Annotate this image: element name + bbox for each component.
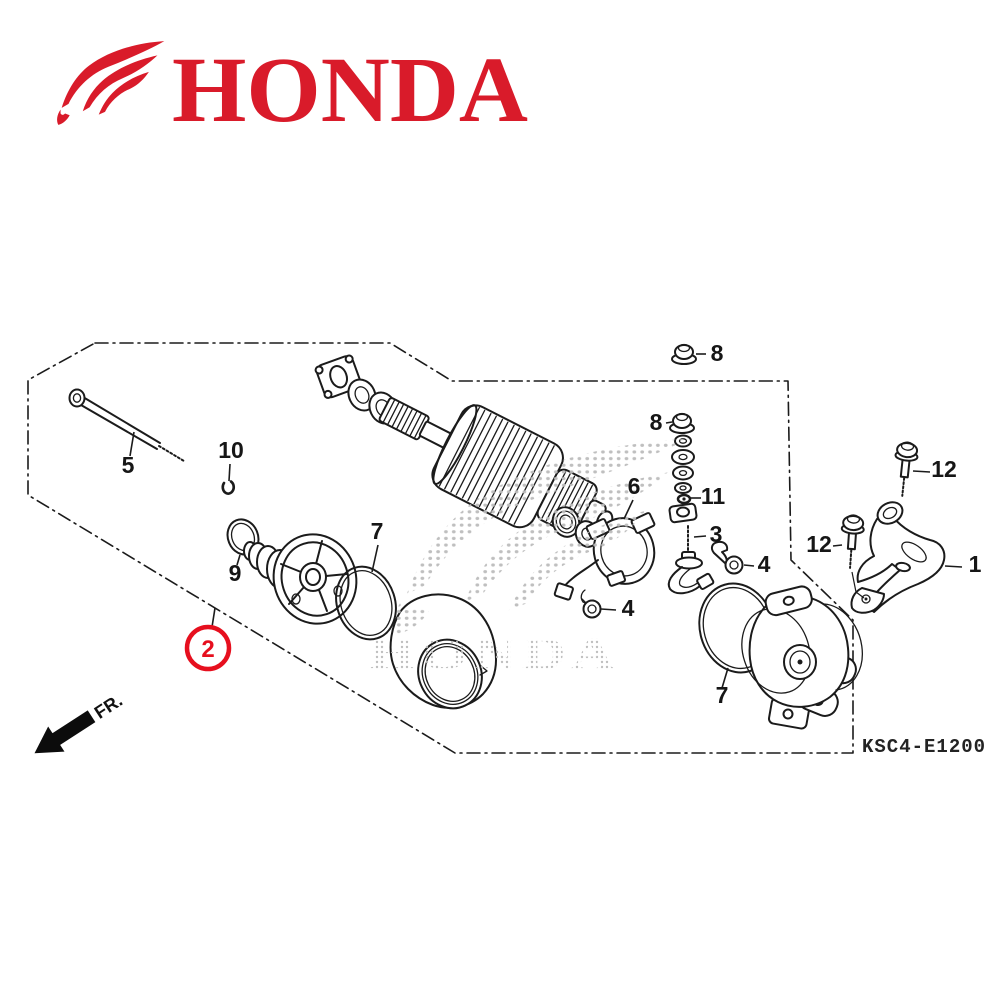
part-label-6[interactable]: 6 (628, 473, 641, 499)
part-4-wire-clip (710, 540, 744, 575)
part-label-1[interactable]: 1 (969, 551, 982, 577)
part-12-bolt-left (840, 514, 865, 569)
watermark-text: HONDA (368, 628, 620, 680)
part-label-8-terminal[interactable]: 8 (650, 409, 663, 435)
part-8-nut-top (671, 343, 697, 365)
diagram-code: KSC4-E1200 (862, 736, 986, 758)
front-marker-text: FR. (91, 690, 126, 723)
honda-logo: HONDA (57, 39, 528, 142)
leader-6 (623, 499, 634, 520)
leader-9 (236, 554, 241, 566)
watermark: HONDA (368, 438, 690, 680)
part-label-9[interactable]: 9 (229, 560, 242, 586)
leader-7-front (371, 544, 379, 573)
part-1-bracket (850, 501, 946, 614)
leader-4-clip (743, 564, 755, 567)
part-label-12-left[interactable]: 12 (806, 531, 832, 557)
highlight-number[interactable]: 2 (201, 636, 214, 663)
part-11-washer (676, 493, 692, 505)
leader-5 (129, 431, 135, 457)
leader-7-rear (721, 667, 729, 689)
end-cover (741, 585, 863, 730)
clutch-gear-assembly (243, 533, 358, 625)
part-12-bolt-top (894, 441, 919, 497)
leader-12-top (912, 470, 931, 473)
terminal-square-nut (668, 502, 698, 524)
part-3-terminal-bolt (667, 525, 715, 595)
highlight-circle[interactable] (184, 624, 232, 672)
leader-8-terminal (665, 421, 673, 424)
part-label-8-top[interactable]: 8 (711, 340, 724, 366)
leader-1 (944, 565, 963, 568)
leader-3 (693, 535, 707, 538)
part-8-nut-terminal (669, 412, 695, 434)
part-label-11[interactable]: 11 (701, 483, 726, 509)
bolt-to-bracket-leader (851, 571, 865, 599)
leader-4-grommet (600, 608, 617, 611)
part-label-3[interactable]: 3 (710, 521, 723, 547)
front-direction-marker: FR. (34, 690, 126, 754)
part-label-10[interactable]: 10 (218, 437, 244, 463)
leader-10 (228, 463, 231, 482)
honda-logo-text: HONDA (172, 39, 528, 142)
part-7-o-ring-front (335, 565, 397, 641)
front-arrow-icon (34, 726, 65, 754)
part-label-4-grommet[interactable]: 4 (622, 595, 635, 621)
leader-12-left (832, 544, 843, 547)
part-5-through-bolt (68, 388, 185, 462)
part-label-4-clip[interactable]: 4 (758, 551, 771, 577)
part-label-7-front[interactable]: 7 (371, 518, 384, 544)
part-label-12-top[interactable]: 12 (931, 456, 957, 482)
highlighted-part-callout[interactable]: 2 (184, 624, 232, 672)
honda-wing-icon (57, 41, 165, 125)
part-label-7-rear[interactable]: 7 (716, 682, 729, 708)
part-10-clip (221, 480, 236, 495)
diagram-boundary (27, 342, 854, 754)
part-4-grommet (581, 598, 602, 619)
part-label-5[interactable]: 5 (122, 452, 135, 478)
leader-2 (211, 607, 216, 628)
